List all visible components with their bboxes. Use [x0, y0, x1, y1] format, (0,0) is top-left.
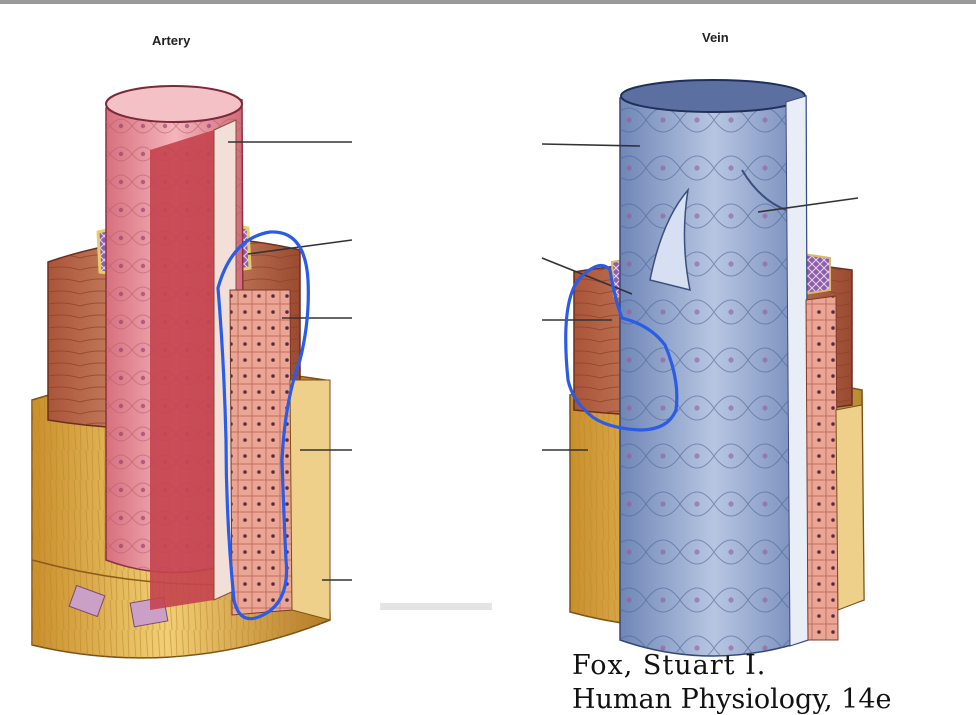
vein-leader-lines [541, 143, 859, 451]
vein-leader-2 [757, 197, 859, 213]
artery-title: Artery [152, 33, 191, 48]
vein-illustration [569, 79, 865, 657]
artery-annotation-outline [216, 230, 310, 621]
credit-line-2: Human Physiology, 14e [572, 684, 892, 715]
vein-leader-3 [541, 257, 633, 295]
top-border [0, 0, 976, 4]
credit-line-1: Fox, Stuart I. [572, 650, 767, 681]
vessel-diagram [31, 79, 865, 659]
vein-valve [649, 187, 691, 292]
vein-leader-1 [541, 143, 641, 147]
scan-smudge [380, 603, 492, 610]
vein-title: Vein [702, 30, 729, 45]
vein-annotation-outline [564, 263, 679, 432]
artery-illustration [31, 85, 331, 659]
